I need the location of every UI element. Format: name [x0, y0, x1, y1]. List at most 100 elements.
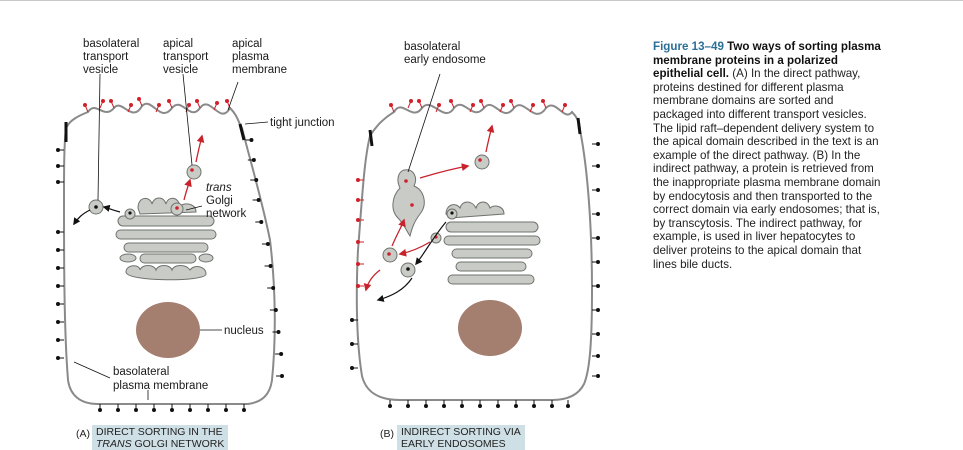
nucleus-label: nucleus: [224, 325, 264, 337]
protein-head: [356, 178, 360, 182]
protein-head: [596, 284, 600, 288]
panel-a-banner-line-2-text: GOLGI NETWORK: [134, 438, 225, 450]
protein-head: [256, 198, 261, 202]
protein-head: [215, 101, 219, 105]
figure-caption: Figure 13–49 Two ways of sorting plasma …: [653, 40, 885, 271]
top-rule: [0, 0, 963, 1]
protein-head: [437, 103, 441, 107]
panel-b-cell: [355, 103, 594, 401]
tight-junction-right: [238, 123, 246, 141]
protein-head: [83, 103, 87, 107]
protein-head: [273, 308, 278, 312]
protein-head: [249, 138, 254, 142]
protein-head: [56, 148, 60, 152]
protein-head: [532, 404, 536, 408]
protein-head: [356, 198, 360, 202]
protein-head: [596, 332, 600, 336]
protein-head: [56, 230, 60, 234]
protein-head: [550, 404, 554, 408]
protein-head: [596, 188, 600, 192]
protein-head: [170, 408, 174, 412]
baso-endosome-label-1: basolateral: [404, 41, 460, 53]
panel-a-arrows: [73, 134, 205, 226]
protein-head: [56, 248, 60, 252]
protein-head: [509, 99, 513, 103]
protein-head: [406, 404, 410, 408]
protein-head: [56, 356, 60, 360]
panel-a-banner-line-1: DIRECT SORTING IN THE: [96, 426, 223, 438]
protein-head: [225, 99, 229, 103]
protein-head: [224, 408, 228, 412]
protein-head: [116, 408, 120, 412]
protein-head: [271, 286, 276, 290]
protein-head: [280, 374, 284, 378]
protein-head: [56, 266, 60, 270]
protein-head: [596, 142, 600, 146]
panel-a-leaders: [73, 73, 269, 400]
protein-head: [56, 320, 60, 324]
protein-head: [157, 103, 161, 107]
panel-b-basolateral-proteins: [350, 142, 600, 408]
protein-head: [514, 404, 518, 408]
protein-head: [501, 103, 505, 107]
protein-head: [479, 99, 483, 103]
protein-head: [98, 408, 102, 412]
apical-vesicle-label-1: apical: [163, 38, 193, 50]
protein-head: [242, 408, 246, 412]
protein-head: [56, 284, 60, 288]
protein-head: [251, 158, 256, 162]
protein-head: [265, 242, 270, 246]
protein-head: [56, 338, 60, 342]
trans-label: trans: [206, 182, 232, 194]
protein-head: [350, 342, 354, 346]
protein-head: [206, 408, 210, 412]
baso-vesicle-label-2: transport: [83, 51, 129, 63]
baso-endosome-label-2: early endosome: [404, 54, 486, 66]
tight-junction-label: tight junction: [270, 117, 335, 129]
protein-head: [350, 366, 354, 370]
protein-head: [563, 103, 567, 107]
golgi-label-2: network: [206, 208, 247, 220]
protein-head: [268, 264, 273, 268]
protein-head: [449, 99, 453, 103]
figure-number: Figure 13–49: [653, 40, 724, 53]
panel-b-arrows: [363, 124, 495, 302]
protein-head: [129, 103, 133, 107]
protein-head: [596, 308, 600, 312]
apical-membrane-label-1: apical: [232, 38, 262, 50]
protein-head: [541, 99, 545, 103]
protein-head: [596, 374, 600, 378]
protein-head: [195, 99, 199, 103]
panel-a-labels: basolateral transport vesicle apical tra…: [83, 38, 335, 392]
protein-head: [424, 404, 428, 408]
tight-junction-left-b: [368, 129, 374, 147]
protein-head: [109, 99, 113, 103]
panel-a-cell: [63, 102, 276, 405]
panel-b-nucleus: [458, 300, 522, 356]
protein-head: [356, 240, 360, 244]
protein-head: [356, 218, 360, 222]
protein-head: [152, 408, 156, 412]
panel-b-labels: basolateral early endosome: [404, 41, 486, 66]
protein-head: [187, 103, 191, 107]
baso-vesicle-label-3: vesicle: [83, 64, 118, 76]
protein-head: [356, 262, 360, 266]
protein-head: [101, 99, 105, 103]
protein-head: [388, 404, 392, 408]
protein-head: [259, 220, 264, 224]
apical-transport-vesicle: [186, 164, 202, 180]
protein-head: [389, 103, 393, 107]
figure-title: Two ways of sorting plasma membrane prot…: [653, 40, 881, 81]
panel-b-vesicles: [382, 154, 490, 278]
panel-a-vesicles: [88, 164, 202, 220]
protein-head: [134, 408, 138, 412]
panel-a-banner-italic: TRANS: [96, 438, 132, 450]
protein-head: [279, 352, 284, 356]
apical-membrane-label-2: plasma: [232, 51, 270, 63]
protein-head: [596, 354, 600, 358]
tight-junction-right-b: [576, 117, 582, 135]
protein-head: [188, 408, 192, 412]
apical-vesicle-label-3: vesicle: [163, 64, 198, 76]
basolateral-early-endosome: [392, 169, 425, 238]
